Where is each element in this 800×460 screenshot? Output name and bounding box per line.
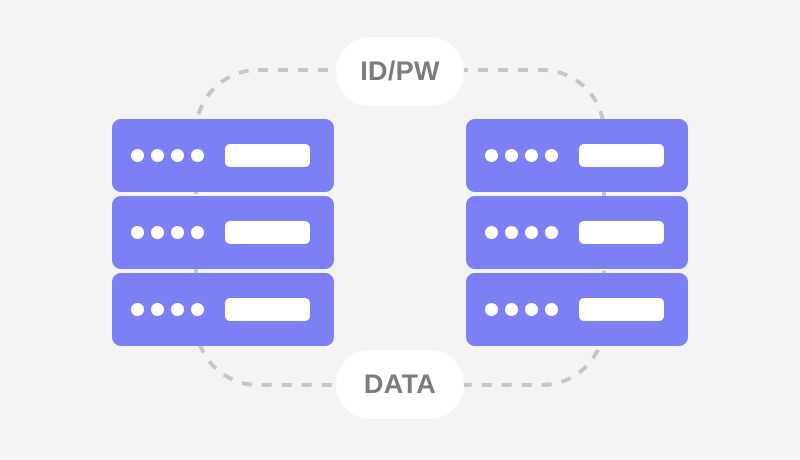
status-led-group xyxy=(485,226,558,239)
drive-slot-bar xyxy=(579,144,664,167)
status-led-icon xyxy=(485,226,498,239)
server-unit[interactable] xyxy=(466,196,688,269)
server-unit[interactable] xyxy=(112,273,334,346)
status-led-icon xyxy=(485,303,498,316)
status-led-icon xyxy=(191,303,204,316)
status-led-icon xyxy=(191,226,204,239)
server-unit[interactable] xyxy=(466,273,688,346)
right-server-stack xyxy=(466,119,688,346)
server-unit[interactable] xyxy=(112,119,334,192)
status-led-icon xyxy=(171,226,184,239)
server-unit[interactable] xyxy=(466,119,688,192)
status-led-icon xyxy=(525,149,538,162)
status-led-icon xyxy=(171,149,184,162)
status-led-group xyxy=(131,226,204,239)
status-led-icon xyxy=(525,226,538,239)
status-led-icon xyxy=(191,149,204,162)
label-pill-data: DATA xyxy=(336,350,464,419)
drive-slot-bar xyxy=(225,221,310,244)
drive-slot-bar xyxy=(579,221,664,244)
status-led-icon xyxy=(525,303,538,316)
drive-slot-bar xyxy=(225,144,310,167)
status-led-icon xyxy=(485,149,498,162)
drive-slot-bar xyxy=(579,298,664,321)
status-led-icon xyxy=(131,226,144,239)
label-pill-data-text: DATA xyxy=(363,369,437,399)
status-led-icon xyxy=(505,303,518,316)
status-led-icon xyxy=(151,149,164,162)
status-led-icon xyxy=(171,303,184,316)
status-led-group xyxy=(131,149,204,162)
label-pill-idpw-text: ID/PW xyxy=(360,56,440,86)
status-led-icon xyxy=(505,149,518,162)
status-led-icon xyxy=(545,303,558,316)
status-led-icon xyxy=(545,226,558,239)
drive-slot-bar xyxy=(225,298,310,321)
label-pill-idpw: ID/PW xyxy=(336,37,464,106)
status-led-icon xyxy=(505,226,518,239)
status-led-group xyxy=(485,303,558,316)
status-led-icon xyxy=(151,226,164,239)
status-led-icon xyxy=(151,303,164,316)
left-server-stack xyxy=(112,119,334,346)
status-led-icon xyxy=(131,303,144,316)
status-led-group xyxy=(485,149,558,162)
status-led-group xyxy=(131,303,204,316)
server-unit[interactable] xyxy=(112,196,334,269)
status-led-icon xyxy=(545,149,558,162)
status-led-icon xyxy=(131,149,144,162)
